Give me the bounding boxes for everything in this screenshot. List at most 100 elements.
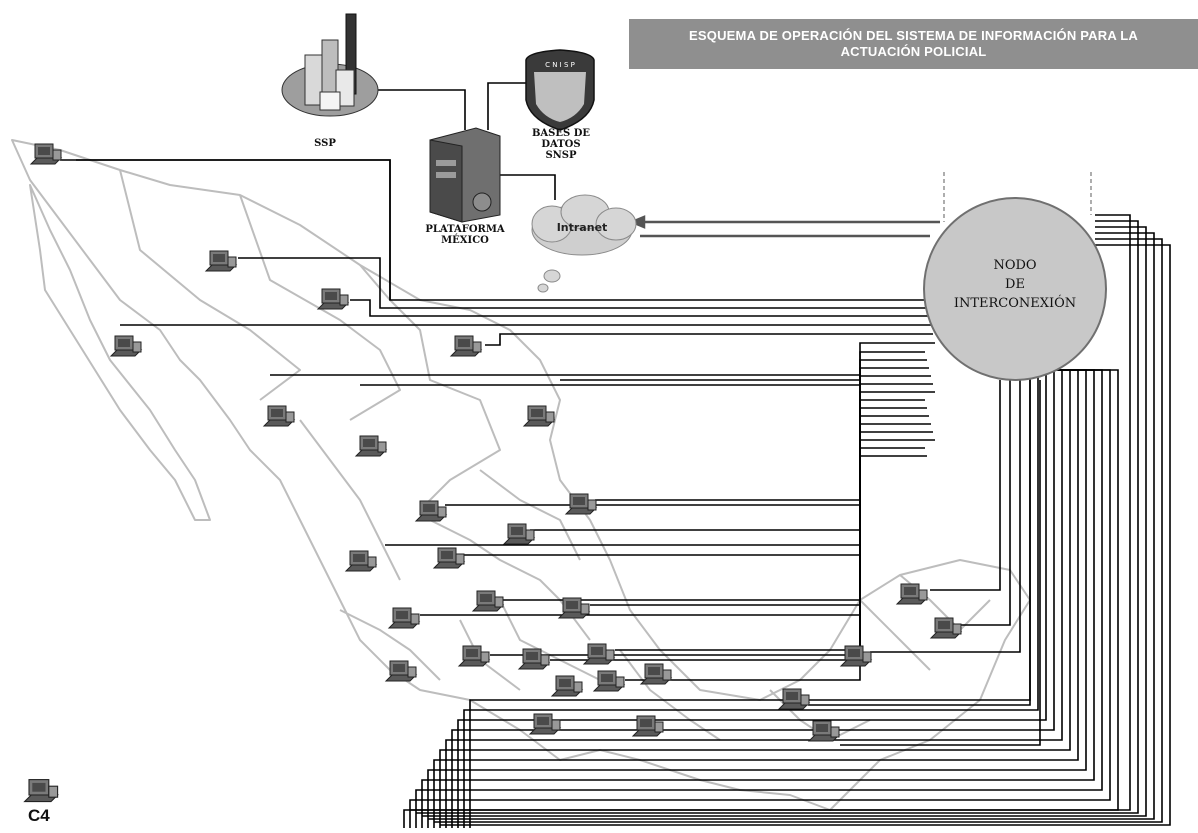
wire-line <box>550 439 935 661</box>
terminal-case <box>377 441 387 453</box>
terminal-case <box>654 721 664 733</box>
computer-terminal-icon <box>471 590 505 612</box>
wire-line <box>350 299 929 317</box>
ssp-label-text: SSP <box>314 138 336 149</box>
wire-line <box>625 455 927 681</box>
server-drive-2 <box>436 172 456 178</box>
terminal-case <box>339 294 349 306</box>
terminal-case <box>545 411 555 423</box>
terminal-screen <box>816 724 828 732</box>
shield-text: C N I S P <box>545 61 575 69</box>
ssp-label: SSP <box>300 138 350 149</box>
cloud-bubble-1 <box>543 269 561 283</box>
building-tower-5 <box>319 91 341 111</box>
terminal-case <box>580 603 590 615</box>
wire-line <box>960 380 1011 626</box>
computer-terminal-icon <box>384 660 418 682</box>
terminal-case <box>455 553 465 565</box>
terminal-case <box>480 651 490 663</box>
plataforma-label-line1: PLATAFORMA <box>425 224 505 235</box>
terminal-screen <box>353 554 365 562</box>
terminal-case <box>662 669 672 681</box>
intranet-link-arrowhead <box>628 215 646 229</box>
wire-line <box>238 257 927 309</box>
computer-terminal-icon <box>522 405 556 427</box>
c4-legend-label: C4 <box>28 806 50 825</box>
wire-line <box>930 380 1001 591</box>
wire-line <box>870 380 1021 653</box>
wire-line <box>433 369 1079 828</box>
bases-label-line2: DATOS <box>541 139 581 150</box>
terminal-screen <box>441 551 453 559</box>
c4-terminals <box>23 143 963 803</box>
terminal-case <box>525 529 535 541</box>
terminal-case <box>367 556 377 568</box>
wire-line <box>500 407 927 601</box>
terminal-screen <box>396 611 408 619</box>
diagram-title-bar: ESQUEMA DE OPERACIÓN DEL SISTEMA DE INFO… <box>629 19 1198 69</box>
terminal-screen <box>466 649 478 657</box>
terminal-case <box>285 411 295 423</box>
plataforma-to-c4-line <box>76 159 391 300</box>
terminal-case <box>573 681 583 693</box>
terminal-screen <box>118 339 130 347</box>
terminal-screen <box>423 504 435 512</box>
terminal-case <box>437 506 447 518</box>
intranet-link <box>628 215 940 238</box>
terminal-screen <box>786 692 798 700</box>
wire-line <box>445 367 929 506</box>
terminal-case <box>472 341 482 353</box>
computer-terminal-icon <box>204 250 238 272</box>
computer-terminal-icon <box>354 435 388 457</box>
computer-terminal-icon <box>929 617 963 639</box>
server-tower-icon <box>429 127 501 223</box>
computer-terminal-icon <box>344 550 378 572</box>
wire-line <box>440 244 1171 826</box>
cloud-bubble-2 <box>537 283 549 293</box>
cloud-icon: Intranet <box>531 194 637 293</box>
wire-line <box>434 238 1163 823</box>
computer-terminal-icon <box>592 670 626 692</box>
terminal-case <box>132 341 142 353</box>
database-shield-icon: C N I S P <box>525 49 595 131</box>
shield-map-shape <box>534 72 586 122</box>
computer-terminal-icon <box>639 663 673 685</box>
terminal-case <box>540 654 550 666</box>
wire-line <box>415 369 1103 828</box>
wire-line <box>421 369 1095 828</box>
terminal-screen <box>938 621 950 629</box>
computer-terminal-icon <box>432 547 466 569</box>
terminal-screen <box>325 292 337 300</box>
wire-line <box>595 383 933 501</box>
terminal-screen <box>511 527 523 535</box>
cloud-part-right <box>595 207 637 241</box>
computer-terminal-icon <box>550 675 584 697</box>
wire-line <box>485 333 933 346</box>
terminal-screen <box>591 647 603 655</box>
terminal-screen <box>559 679 571 687</box>
computer-terminal-icon <box>387 607 421 629</box>
node-label-line1: NODO <box>993 258 1037 273</box>
ssp-to-plataforma-line <box>372 89 466 130</box>
terminal-screen <box>640 719 652 727</box>
interconnection-node <box>923 197 1107 381</box>
state-borders-2 <box>299 419 601 691</box>
diagram-title: ESQUEMA DE OPERACIÓN DEL SISTEMA DE INFO… <box>689 28 1138 59</box>
bases-label-line1: BASES DE <box>531 128 591 139</box>
computer-terminal-icon <box>262 405 296 427</box>
wire-line <box>840 380 1041 746</box>
computer-terminal-icon <box>807 720 841 742</box>
terminal-screen <box>601 674 613 682</box>
bases-label-line3: SNSP <box>545 150 577 161</box>
terminal-case <box>862 651 872 663</box>
wire-line <box>427 369 1087 828</box>
terminal-case <box>410 613 420 625</box>
terminal-case <box>800 694 810 706</box>
node-label: NODO DE INTERCONEXIÓN <box>924 256 1106 313</box>
computer-terminal-icon <box>29 143 63 165</box>
terminal-case <box>918 589 928 601</box>
node-label-line3: INTERCONEXIÓN <box>953 296 1077 311</box>
wire-line <box>469 369 1031 828</box>
wire-line <box>808 380 1031 706</box>
